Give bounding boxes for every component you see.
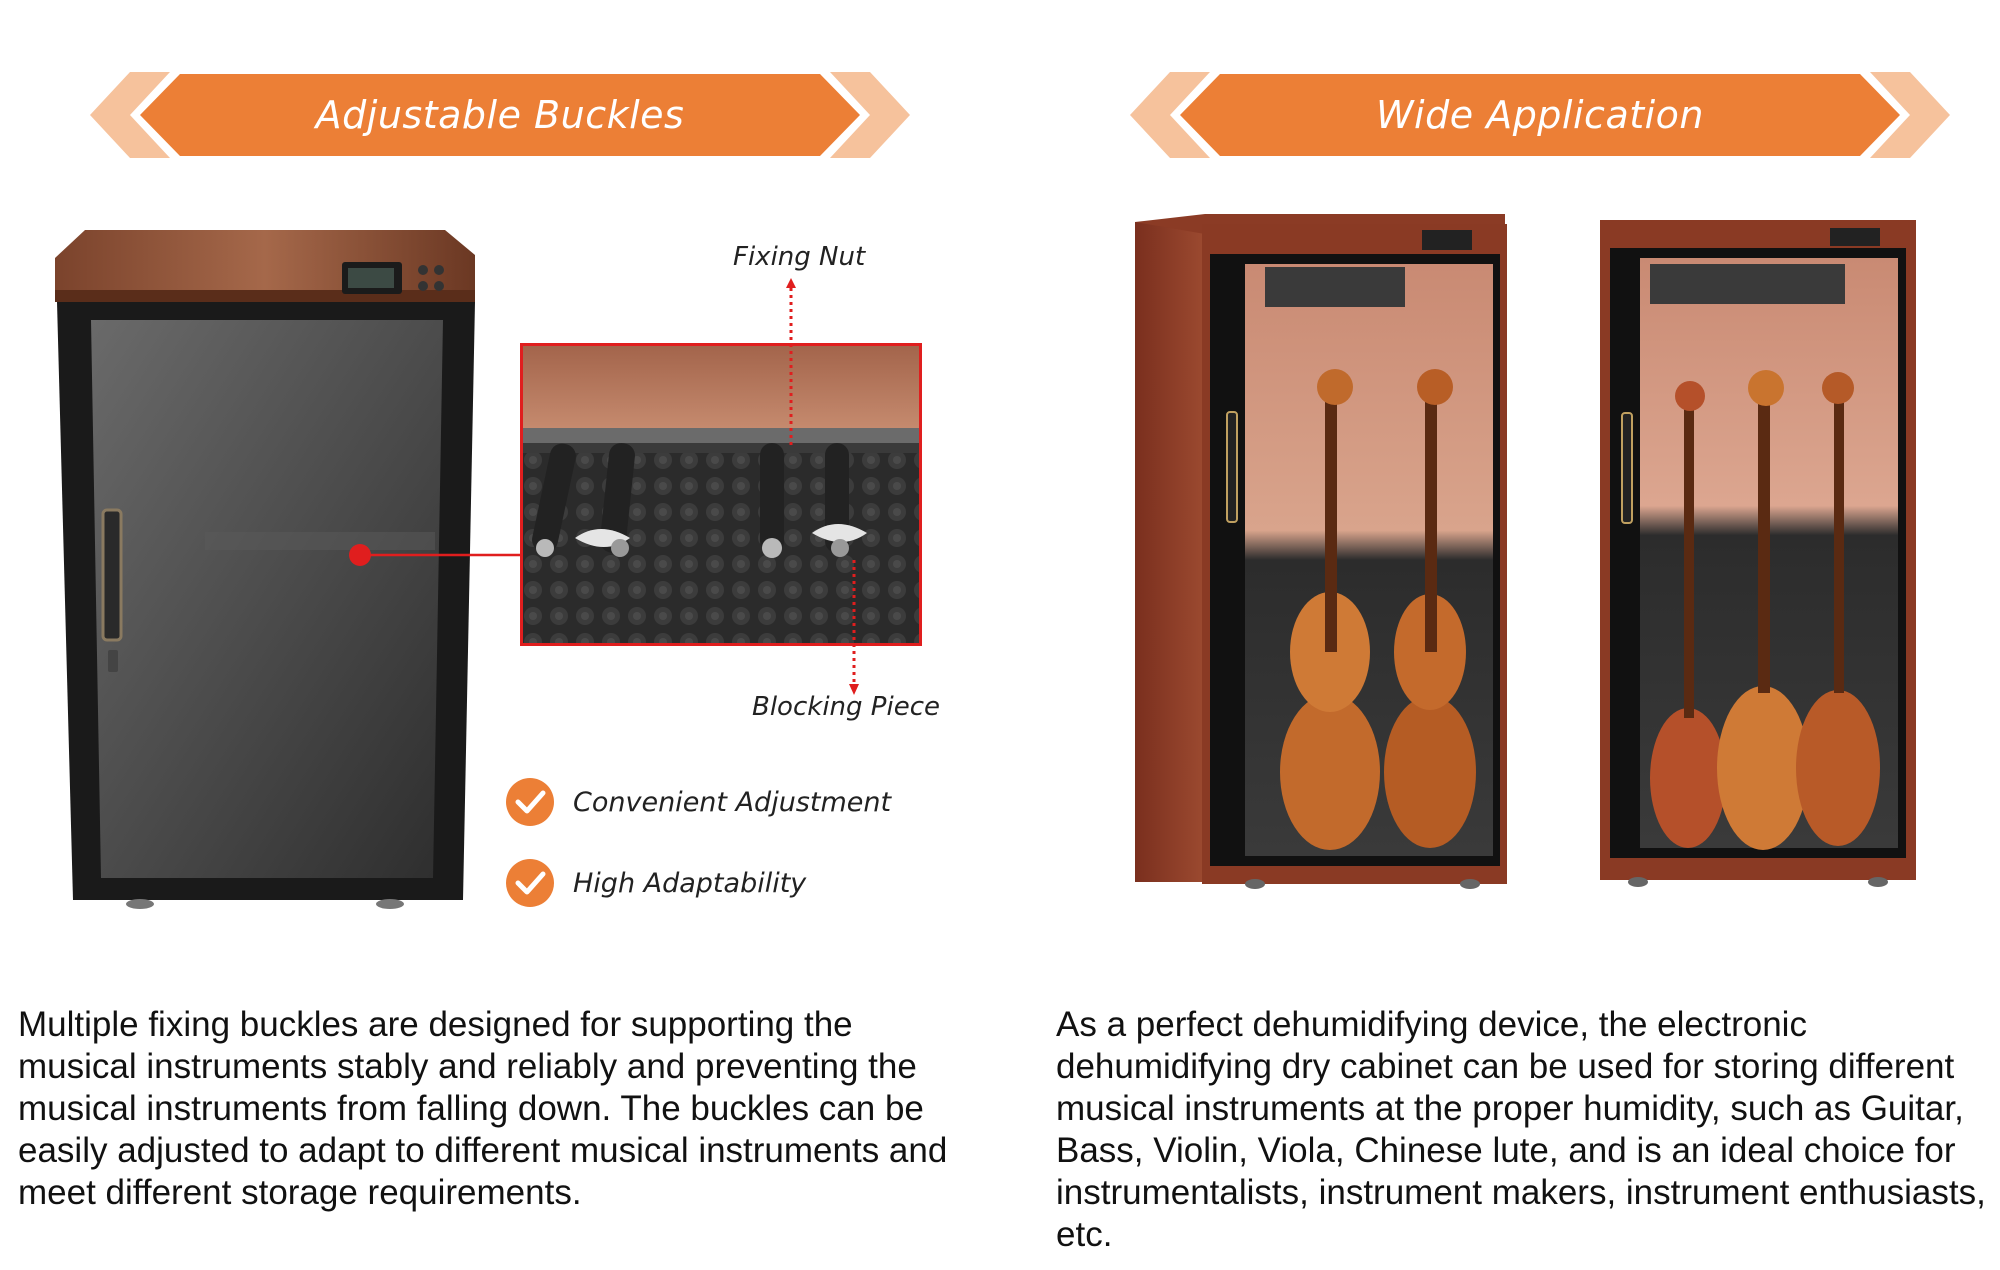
- banner-title: Wide Application: [1375, 93, 1705, 137]
- feature-label: Convenient Adjustment: [573, 786, 892, 818]
- dry-cabinet-image: [55, 230, 475, 909]
- banner-title: Adjustable Buckles: [315, 93, 685, 137]
- adjustable-buckles-description: Multiple fixing buckles are designed for…: [18, 1005, 948, 1212]
- check-circle-icon: [506, 859, 554, 907]
- feature-label: High Adaptability: [573, 867, 807, 899]
- fixing-nut-arrow: [786, 278, 796, 448]
- buckle-closeup-image: [520, 343, 922, 646]
- fixing-nut-label: Fixing Nut: [733, 242, 866, 272]
- feature-high-adaptability: High Adaptability: [505, 858, 806, 908]
- wide-application-description: As a perfect dehumidifying device, the e…: [1056, 1005, 1986, 1254]
- blocking-piece-arrow: [849, 560, 859, 695]
- wide-application-banner: Wide Application: [1110, 70, 1970, 160]
- adjustable-buckles-banner: Adjustable Buckles: [70, 70, 930, 160]
- violin-cabinet-front-image: [1600, 220, 1916, 887]
- feature-convenient-adjustment: Convenient Adjustment: [505, 777, 891, 827]
- check-circle-icon: [506, 778, 554, 826]
- banner-shape: [90, 72, 910, 158]
- violin-cabinet-angled-image: [1135, 214, 1507, 889]
- callout-connector: [349, 544, 530, 566]
- banner-shape: [1130, 72, 1950, 158]
- blocking-piece-label: Blocking Piece: [752, 692, 940, 722]
